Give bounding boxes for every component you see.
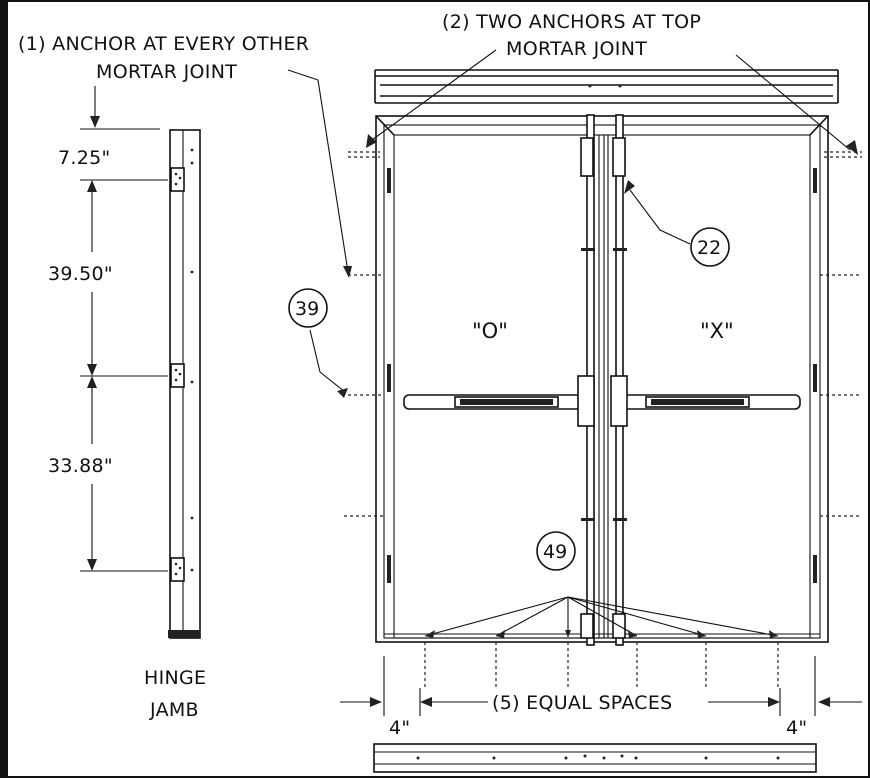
- callout-22-text: 22: [697, 237, 721, 259]
- edge-left-label: 4": [389, 717, 410, 739]
- note-left-line2: MORTAR JOINT: [96, 61, 237, 83]
- hinge-jamb: [168, 129, 201, 639]
- leaf-label-x: "X": [700, 319, 734, 343]
- jamb-anchor-low: [170, 557, 185, 582]
- anchor-dashes: [344, 151, 862, 517]
- push-bar-right: [610, 375, 801, 427]
- jamb-anchor-mid: [170, 363, 185, 388]
- leaf-label-o: "O": [472, 319, 508, 343]
- dim-low-label: 33.88": [48, 455, 113, 477]
- jamb-label-line1: HINGE: [144, 667, 206, 689]
- jamb-label-line2: JAMB: [149, 699, 199, 721]
- jamb-dimensions: [80, 86, 168, 572]
- edge-right-label: 4": [786, 717, 807, 739]
- note-top-line1: (2) TWO ANCHORS AT TOP: [442, 11, 701, 33]
- callout-49-text: 49: [543, 541, 567, 563]
- callout-39: 39: [288, 288, 328, 328]
- sill-plan-view: [373, 743, 817, 773]
- equal-spaces-label: (5) EQUAL SPACES: [492, 692, 673, 714]
- callout-22: 22: [690, 227, 730, 267]
- door-frame-elevation: [375, 115, 829, 643]
- callout-49: 49: [536, 531, 576, 571]
- push-bar-left: [403, 375, 595, 427]
- leader-lines: [287, 49, 858, 638]
- callout-39-text: 39: [295, 298, 319, 320]
- equal-spaces-dim: [340, 642, 862, 716]
- dim-top-label: 7.25": [58, 147, 111, 169]
- header-plan-view: [374, 69, 839, 104]
- left-edge-bar: [0, 0, 8, 778]
- jamb-anchor-top: [170, 167, 185, 192]
- dim-mid-label: 39.50": [48, 263, 113, 285]
- note-top-line2: MORTAR JOINT: [506, 38, 647, 60]
- note-left-line1: (1) ANCHOR AT EVERY OTHER: [18, 33, 309, 55]
